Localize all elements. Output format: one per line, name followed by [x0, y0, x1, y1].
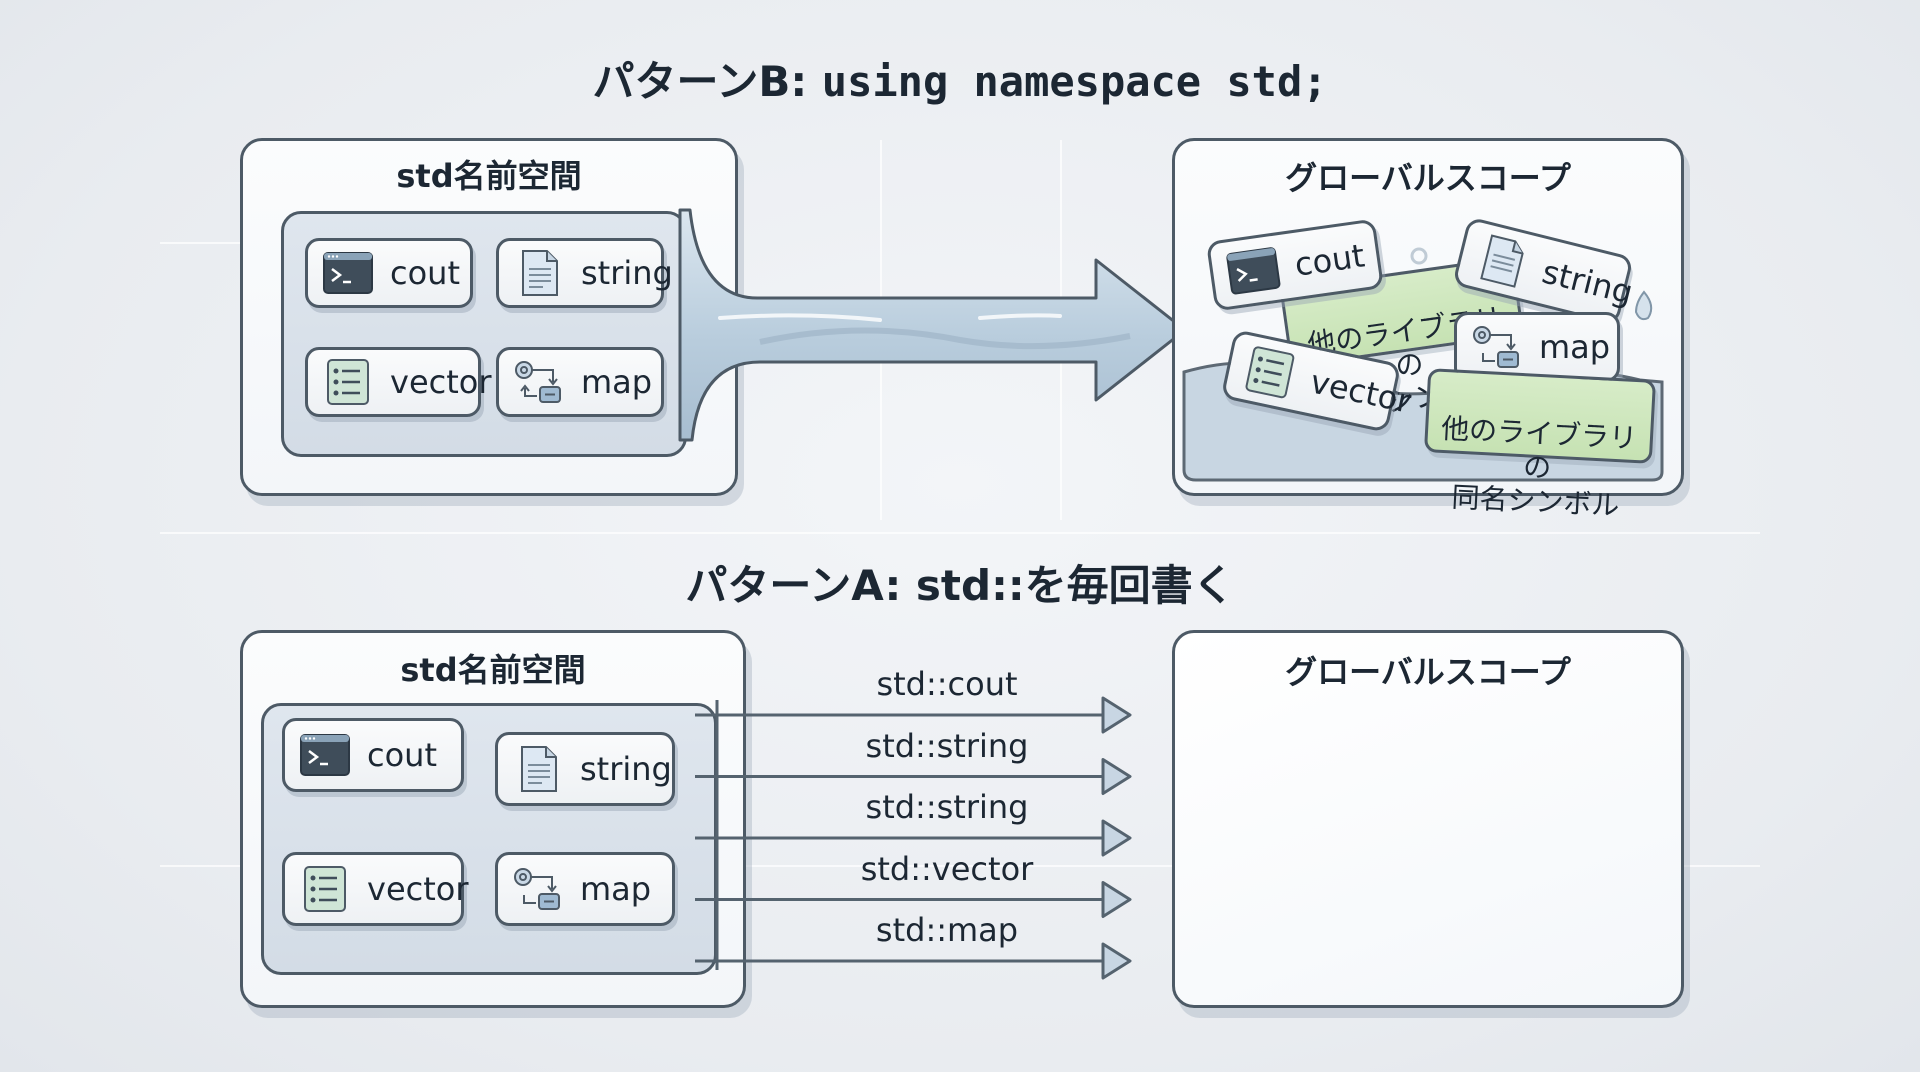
panel-title: std名前空間: [396, 157, 582, 195]
list-icon: [322, 358, 374, 406]
pattern-b-title-code: using namespace std;: [821, 57, 1328, 106]
background-grid-line: [160, 532, 1760, 534]
terminal-icon: [1224, 243, 1282, 298]
chip-label: vector: [367, 870, 469, 908]
background-grid-line: [1060, 140, 1062, 520]
flow-arrow-highlight: [978, 313, 1062, 320]
document-icon: [1471, 231, 1533, 290]
chip-label: map: [1539, 328, 1611, 366]
global-chip-cout: cout: [1205, 218, 1385, 312]
arrow-label: std::cout: [876, 665, 1018, 703]
arrow-head: [1101, 696, 1132, 734]
chip-cout: cout: [305, 238, 473, 308]
pattern-b-title: パターンB: using namespace std;: [0, 48, 1920, 109]
chip-label: cout: [1292, 236, 1367, 284]
panel-title: グローバルスコープ: [1285, 159, 1571, 197]
chip-label: vector: [1307, 362, 1415, 421]
chip-vector: vector: [282, 852, 469, 926]
chip-label: vector: [390, 363, 492, 401]
map-flow-icon: [512, 865, 564, 913]
pattern-b-title-prefix: パターンB:: [592, 57, 822, 106]
chip-map: map: [496, 347, 664, 417]
arrow-head: [1101, 758, 1132, 795]
arrow-label: std::map: [875, 911, 1019, 949]
chip-string: string: [496, 238, 673, 308]
chip-label: map: [580, 870, 652, 908]
pattern-b-std-namespace-panel: std名前空間: [240, 138, 738, 496]
list-icon: [1239, 343, 1300, 401]
arrow-label: std::string: [865, 788, 1029, 826]
chip-label: cout: [390, 254, 460, 292]
document-icon: [513, 249, 565, 297]
list-icon: [299, 865, 351, 913]
arrow-head: [1101, 942, 1132, 980]
chip-label: string: [1538, 252, 1637, 312]
background-grid-line: [160, 242, 240, 244]
chip-cout: cout: [282, 718, 464, 792]
pattern-a-global-scope-panel: グローバルスコープ: [1172, 630, 1684, 1008]
global-chip-vector: vector: [1220, 329, 1414, 433]
map-flow-icon: [513, 358, 565, 406]
pattern-a-title: パターンA: std::を毎回書く: [685, 561, 1235, 610]
flow-arrow-body: [678, 208, 1187, 442]
map-flow-icon: [1471, 323, 1523, 371]
background-grid-line: [880, 140, 882, 520]
chip-label: string: [580, 750, 672, 788]
chip-vector: vector: [305, 347, 492, 417]
document-icon: [512, 745, 564, 793]
arrow-label: std::string: [865, 726, 1029, 765]
chip-label: string: [581, 254, 673, 292]
panel-title: グローバルスコープ: [1285, 653, 1571, 691]
background-grid-line: [160, 865, 1760, 867]
terminal-icon: [322, 249, 374, 297]
arrow-head: [1101, 819, 1132, 857]
flow-arrow-highlight: [718, 313, 882, 322]
terminal-icon: [299, 731, 351, 779]
chip-string: string: [495, 732, 675, 806]
chip-label: map: [581, 363, 653, 401]
global-chip-string: string: [1452, 216, 1637, 326]
chip-map: map: [495, 852, 675, 926]
panel-title: std名前空間: [400, 651, 586, 689]
conflict-symbol-chip: 他のライブラリの 同名シンボル: [1423, 368, 1657, 522]
flow-arrow-wave: [759, 327, 1131, 350]
chip-label: cout: [367, 736, 437, 774]
pattern-a-std-namespace-panel: std名前空間: [240, 630, 746, 1008]
arrow-head: [1101, 881, 1132, 918]
arrow-label: std::vector: [860, 849, 1034, 888]
